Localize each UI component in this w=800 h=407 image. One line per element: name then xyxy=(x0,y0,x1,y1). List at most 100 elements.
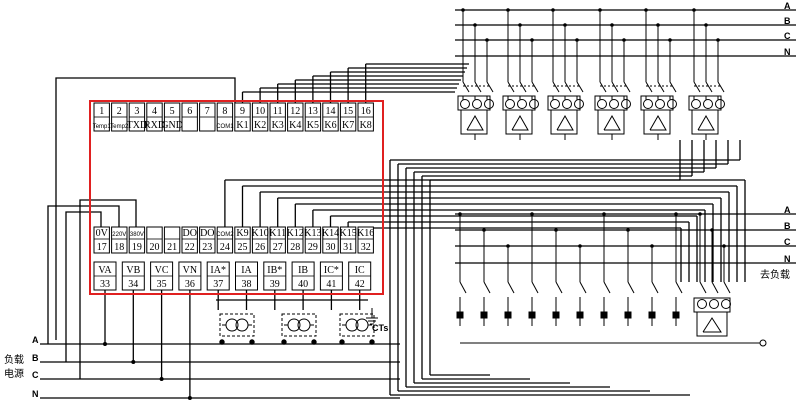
terminal-signal-36: VN xyxy=(183,265,197,276)
terminal-number-5: 5 xyxy=(170,106,175,117)
ct-terminal xyxy=(339,339,345,345)
terminal-32 xyxy=(357,226,374,254)
contactor-top-coil xyxy=(517,99,527,109)
contactor-top-coil xyxy=(655,99,665,109)
terminal-signal-23: DO xyxy=(200,228,214,239)
terminal-signal-18: 220V xyxy=(112,232,126,238)
terminal-signal-27: K11 xyxy=(269,228,286,239)
terminal-number-20: 20 xyxy=(150,242,160,253)
top-bus-label-c: C xyxy=(784,31,791,41)
input-bus-label-b: B xyxy=(32,353,39,363)
terminal-signal-28: K12 xyxy=(287,228,304,239)
contactor-bottom-coil xyxy=(552,311,560,319)
bottom-bus-label-b: B xyxy=(784,221,791,231)
terminal-signal-42: IC xyxy=(355,265,365,276)
terminal-17 xyxy=(93,226,110,254)
terminal-number-3: 3 xyxy=(134,106,139,117)
contactor-bottom-switch xyxy=(627,281,635,294)
contactor-bottom3-coil xyxy=(697,299,707,309)
terminal-number-41: 41 xyxy=(326,279,336,290)
terminal-number-35: 35 xyxy=(157,279,167,290)
contactor-top-coil xyxy=(609,99,619,109)
terminal-number-11: 11 xyxy=(273,106,283,117)
contactor-bottom-switch xyxy=(579,281,587,294)
top-bus-label-n: N xyxy=(784,47,791,57)
terminal-number-37: 37 xyxy=(213,279,223,290)
contactor-top-coil xyxy=(460,99,470,109)
terminal-number-6: 6 xyxy=(187,106,192,117)
contactor-top-coil xyxy=(621,99,631,109)
contactor-bottom3-triangle xyxy=(702,317,722,333)
terminal-signal-26: K10 xyxy=(251,228,268,239)
terminal-number-39: 39 xyxy=(270,279,280,290)
labels: A B C N A B C N 去负载 A B C N 负载 电源 CTs xyxy=(4,1,791,399)
terminal-number-25: 25 xyxy=(238,242,248,253)
terminal-27 xyxy=(269,226,286,254)
terminal-number-38: 38 xyxy=(242,279,252,290)
terminal-number-15: 15 xyxy=(343,106,353,117)
contactor-top-triangle xyxy=(697,114,715,131)
contactor-top-switch xyxy=(552,81,560,93)
terminal-number-30: 30 xyxy=(326,242,336,253)
contactor-top-coil xyxy=(574,99,584,109)
contactor-top-switch xyxy=(531,81,539,93)
terminal-number-31: 31 xyxy=(343,242,353,253)
terminal-21 xyxy=(163,226,181,254)
ct-terminal xyxy=(311,339,317,345)
contactor-top-coil xyxy=(484,99,494,109)
ct-label: CTs xyxy=(372,323,388,333)
contactor-bottom-switch xyxy=(459,281,467,294)
ct-terminal xyxy=(281,339,287,345)
source-label-line1: 负载 xyxy=(4,353,24,366)
contactor-bottom-switch xyxy=(603,281,611,294)
terminal-23 xyxy=(199,226,216,254)
terminal-signal-40: IB xyxy=(298,265,308,276)
bottom-bus-label-c: C xyxy=(784,237,791,247)
terminal-signal-13: K5 xyxy=(307,120,319,131)
bottom-return-terminal xyxy=(759,339,767,347)
terminal-signal-12: K4 xyxy=(289,120,301,131)
contactor-bottom-coil xyxy=(456,311,464,319)
terminal-number-23: 23 xyxy=(202,242,212,253)
terminal-signal-29: K13 xyxy=(304,228,321,239)
terminal-number-1: 1 xyxy=(99,106,104,117)
terminal-number-28: 28 xyxy=(290,242,300,253)
contactor-top-switch xyxy=(507,81,515,93)
terminal-number-8: 8 xyxy=(222,106,227,117)
terminal-number-16: 16 xyxy=(361,106,371,117)
terminal-signal-34: VB xyxy=(126,265,140,276)
terminal-signal-38: IA xyxy=(241,265,252,276)
terminal-28 xyxy=(287,226,304,254)
contactor-top-switch xyxy=(693,81,701,93)
terminal-signal-4: RXD xyxy=(144,120,165,131)
terminal-number-32: 32 xyxy=(361,242,371,253)
contactor-top-coil xyxy=(472,99,482,109)
terminal-29 xyxy=(304,226,322,254)
terminal-signal-14: K6 xyxy=(324,120,336,131)
terminal-18 xyxy=(111,226,128,254)
ct-frame xyxy=(339,313,375,337)
wires xyxy=(40,8,796,400)
terminal-signal-1: Temp1 xyxy=(93,124,112,130)
contactor-bottom-coil xyxy=(576,311,584,319)
terminal-signal-39: IB* xyxy=(267,265,282,276)
contactor-top-coil xyxy=(562,99,572,109)
contactor-top-triangle xyxy=(466,114,484,131)
contactor-top-switch xyxy=(705,81,713,93)
terminal-signal-25: K9 xyxy=(236,228,248,239)
voltage-tap-dot xyxy=(159,377,164,381)
terminal-22 xyxy=(181,226,198,254)
source-label-line2: 电源 xyxy=(4,367,24,380)
terminal-number-21: 21 xyxy=(167,242,177,253)
terminal-signal-8: COM1 xyxy=(216,124,234,130)
contactor-bottom-coil xyxy=(504,311,512,319)
contactor-top-coil xyxy=(703,99,713,109)
components xyxy=(219,10,767,347)
contactor-top-switch xyxy=(669,81,677,93)
terminal-signal-41: IC* xyxy=(324,265,339,276)
terminal-signal-33: VA xyxy=(98,265,112,276)
top-bus-label-b: B xyxy=(784,16,791,26)
contactor-top-coil xyxy=(529,99,539,109)
contactor-bottom-switch xyxy=(555,281,563,294)
ct-frame xyxy=(281,313,317,337)
